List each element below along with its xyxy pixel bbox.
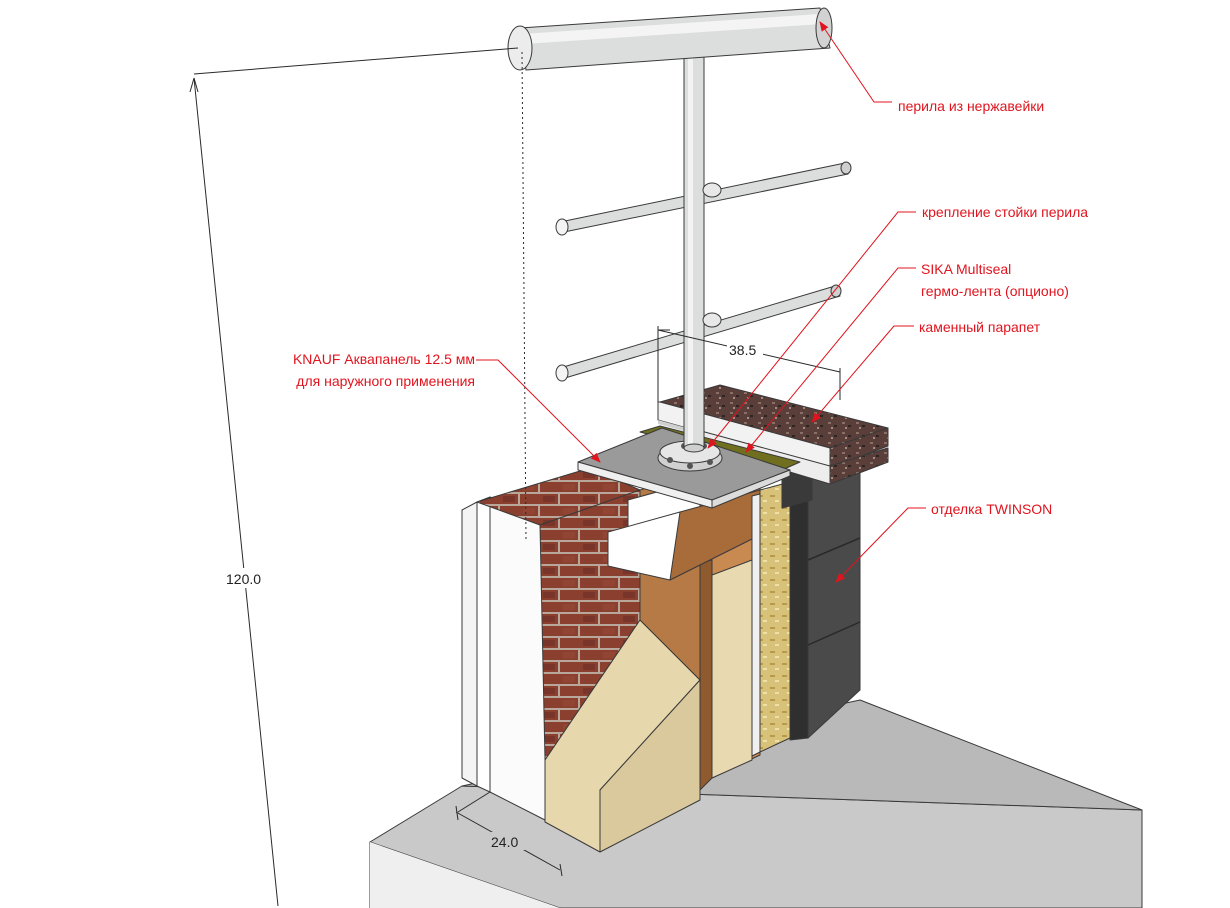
label-sika-line1: SIKA Multiseal — [921, 261, 1011, 277]
label-knauf-line2: для наружного применения — [296, 373, 475, 389]
leader-lines — [476, 21, 926, 583]
wall-section — [461, 467, 791, 853]
dimension-height-label: 120.0 — [226, 571, 261, 587]
label-knauf-line1: KNAUF Аквапанель 12.5 мм — [293, 351, 475, 367]
dimension-height: 120.0 — [189, 47, 527, 907]
steel-railing — [507, 7, 852, 472]
label-railing: перила из нержавейки — [898, 98, 1044, 114]
label-twinson: отделка TWINSON — [931, 501, 1052, 517]
dimension-parapet-width-label: 38.5 — [729, 342, 756, 358]
twinson-cladding — [781, 459, 861, 741]
label-sika-line2: гермо-лента (опционо) — [921, 283, 1069, 299]
dimension-wall-thickness-label: 24.0 — [491, 834, 518, 850]
label-post-mount: крепление стойки перила — [922, 204, 1088, 220]
dimension-wall-thickness: 24.0 — [455, 791, 563, 877]
label-parapet: каменный парапет — [919, 319, 1041, 335]
dimension-parapet-width: 38.5 — [657, 326, 841, 402]
